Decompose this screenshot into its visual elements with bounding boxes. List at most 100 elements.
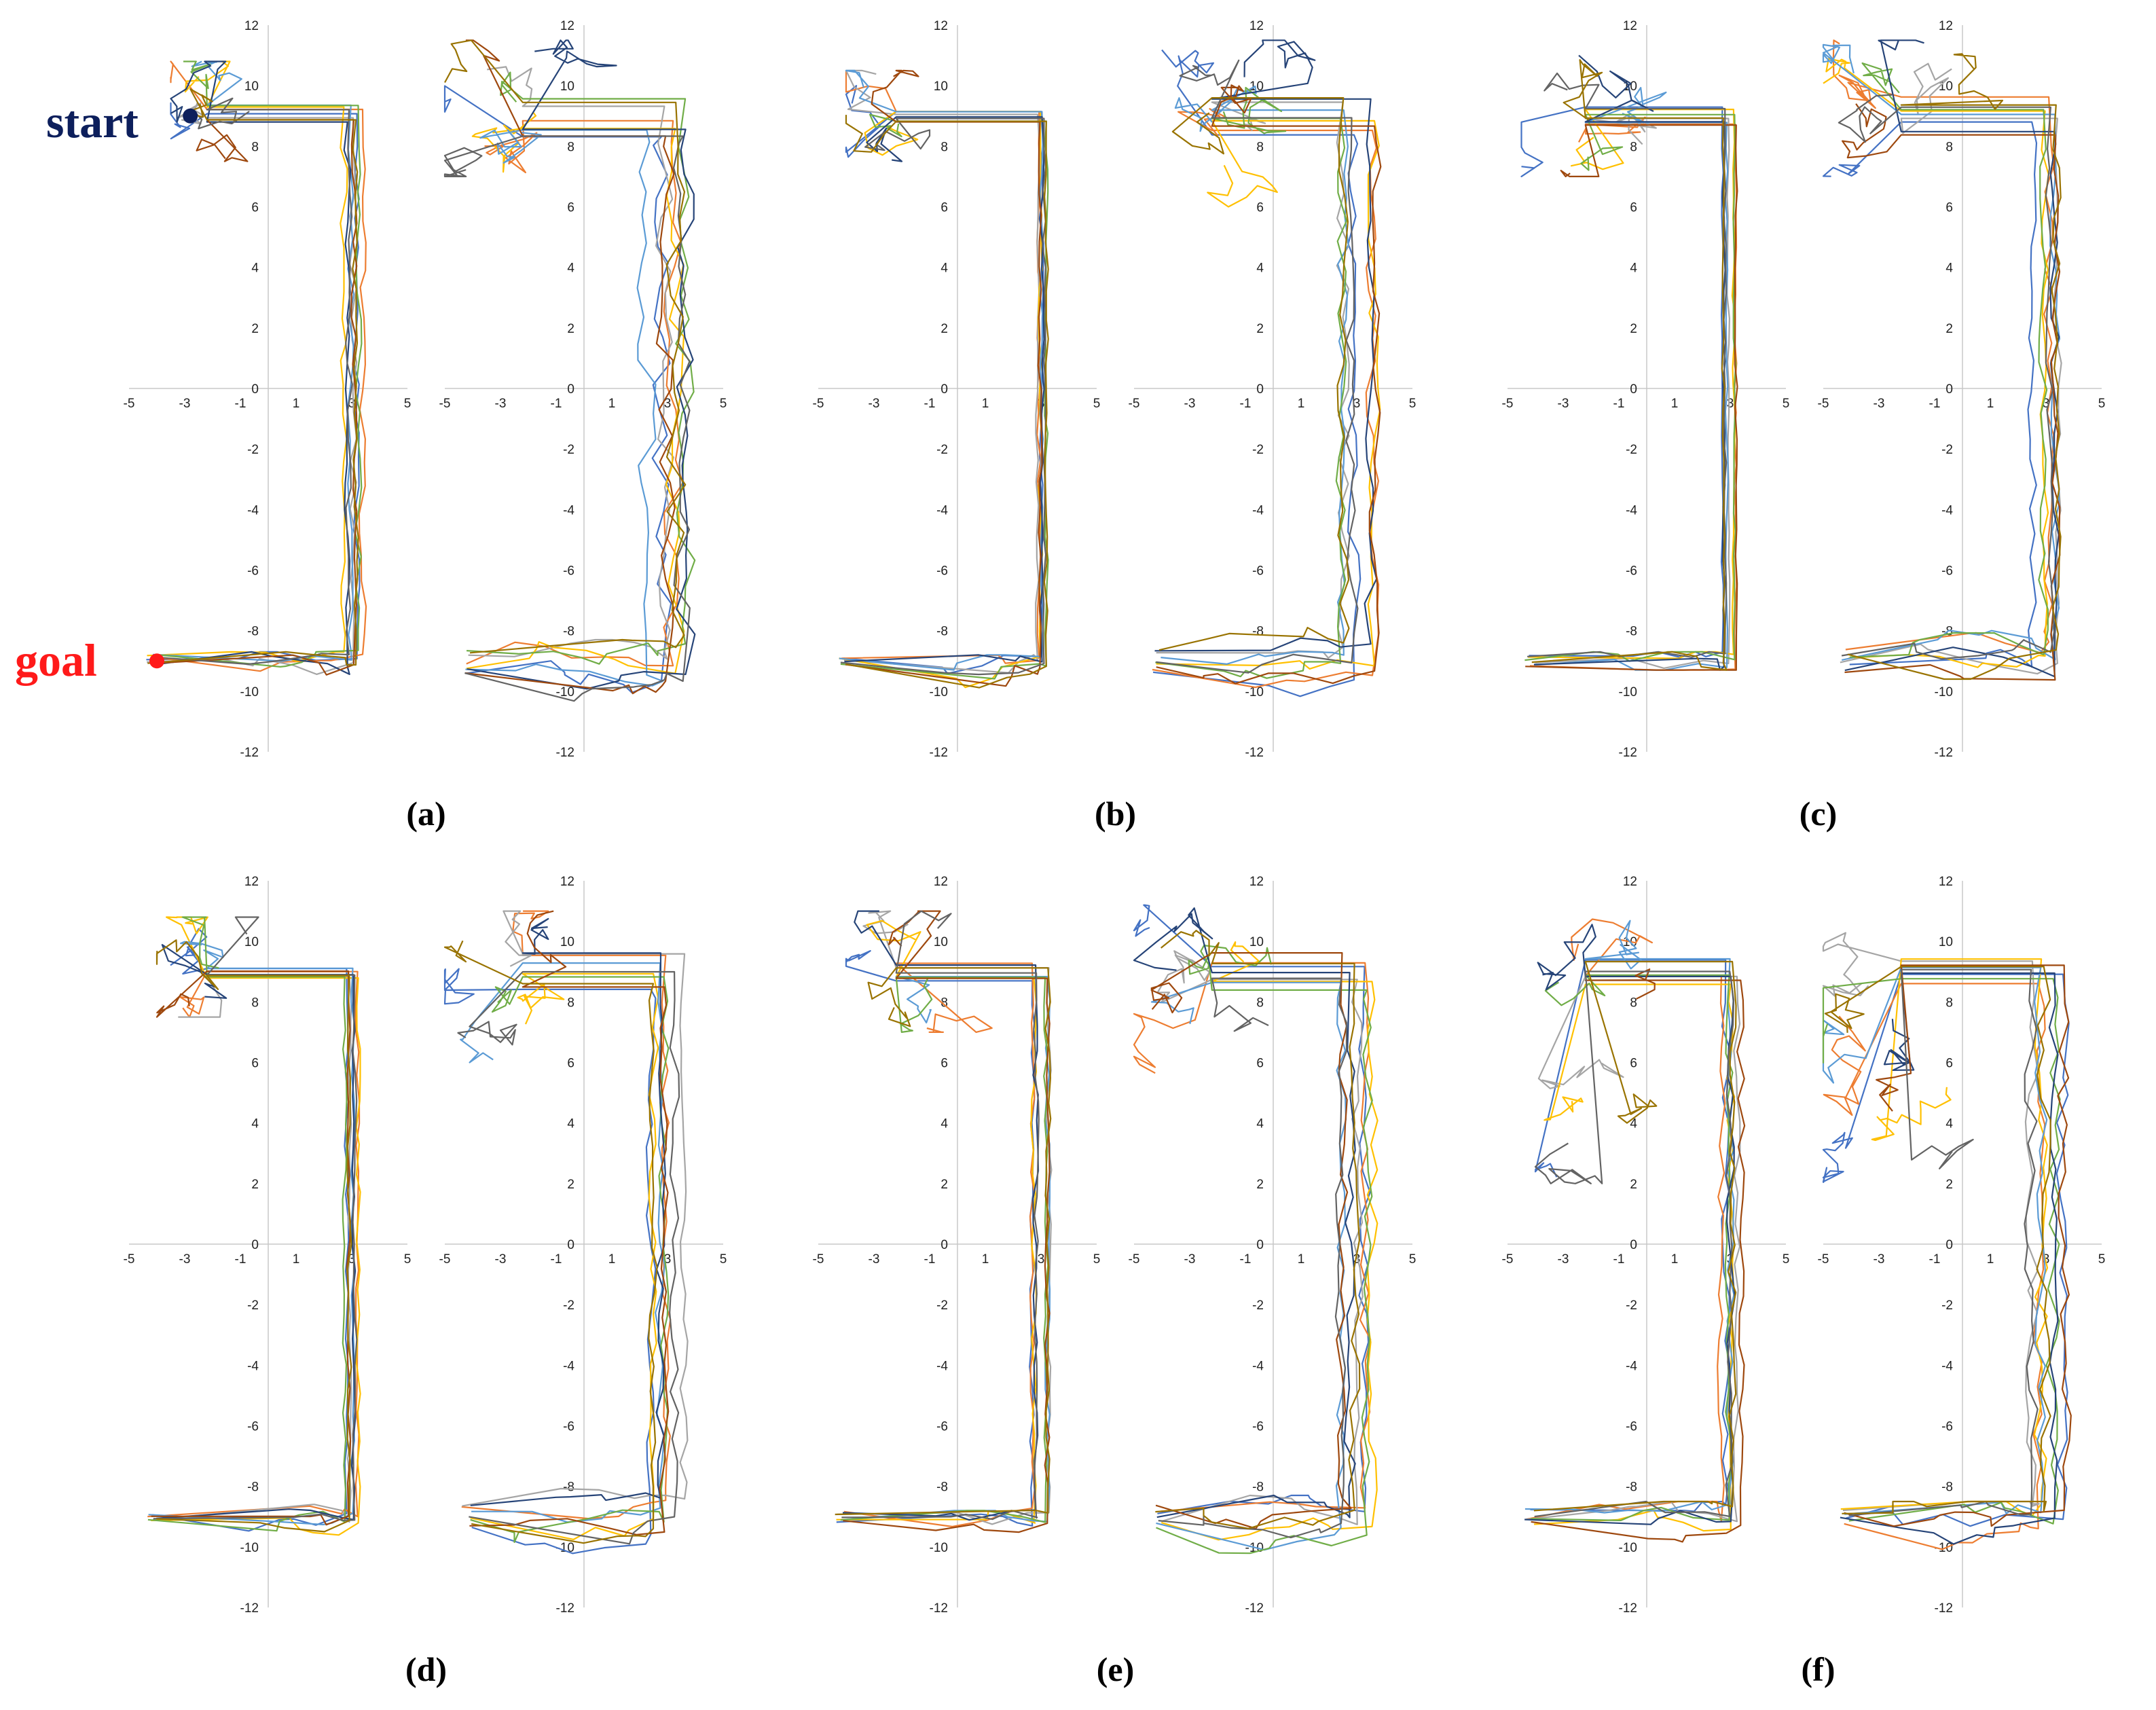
y-tick-label: 10	[244, 935, 259, 949]
x-tick-label: -5	[813, 397, 824, 411]
y-tick-label: -6	[247, 1420, 259, 1434]
y-tick-label: 10	[934, 935, 948, 949]
y-tick-label: -12	[1245, 746, 1264, 760]
x-tick-label: 3	[1727, 397, 1734, 411]
y-tick-label: 2	[1256, 322, 1264, 336]
y-tick-label: -4	[247, 1359, 259, 1373]
y-tick-label: 8	[1256, 140, 1264, 154]
y-tick-label: 6	[251, 1057, 259, 1071]
x-tick-label: -1	[1240, 1252, 1251, 1267]
x-tick-label: -5	[1818, 397, 1829, 411]
y-tick-label: -12	[240, 746, 259, 760]
y-tick-label: -8	[936, 625, 948, 639]
start-marker	[183, 108, 198, 124]
y-tick-label: -6	[247, 564, 259, 579]
y-tick-label: 12	[560, 875, 574, 889]
x-tick-label: -3	[495, 1252, 507, 1267]
y-tick-label: 8	[1945, 996, 1953, 1010]
y-tick-label: 0	[940, 1238, 948, 1252]
trajectory-line	[457, 970, 680, 1545]
x-tick-label: -5	[1129, 1252, 1140, 1267]
x-tick-label: -3	[1184, 397, 1196, 411]
trajectory-line	[843, 962, 1036, 1527]
x-tick-label: 1	[1671, 397, 1679, 411]
y-tick-label: 0	[251, 382, 259, 397]
trajectory-line	[1822, 966, 2048, 1515]
y-tick-label: -12	[556, 746, 574, 760]
trajectory-line	[1150, 952, 1352, 1529]
x-tick-label: -5	[1129, 397, 1140, 411]
y-tick-label: 0	[1945, 382, 1953, 397]
y-tick-label: 4	[1256, 1117, 1264, 1131]
y-tick-label: -6	[1626, 1420, 1637, 1434]
y-tick-label: 10	[560, 935, 574, 949]
y-tick-label: -6	[563, 1420, 574, 1434]
y-tick-label: -6	[1252, 564, 1264, 579]
y-tick-label: 12	[1623, 875, 1637, 889]
trajectory-line	[1847, 53, 2062, 680]
trajectory-line	[443, 968, 657, 1554]
trajectory-line	[843, 910, 1050, 1533]
y-tick-label: -8	[563, 625, 574, 639]
trajectory-line	[1840, 972, 2059, 1545]
trajectory-line	[1838, 94, 2055, 660]
y-tick-label: 4	[251, 261, 259, 276]
trajectory-line	[1531, 59, 1728, 671]
trajectory-line	[153, 916, 358, 1521]
y-tick-label: -2	[1626, 1298, 1637, 1313]
y-tick-label: -8	[1626, 1480, 1637, 1495]
trajectory-line	[467, 39, 696, 690]
y-tick-label: 0	[1256, 382, 1264, 397]
x-tick-label: -5	[1502, 1252, 1514, 1267]
x-tick-label: 3	[1038, 1252, 1045, 1267]
x-tick-label: 5	[1409, 397, 1417, 411]
trajectory-line	[151, 970, 352, 1526]
y-tick-label: 12	[560, 19, 574, 33]
x-tick-label: -1	[551, 1252, 562, 1267]
y-tick-label: 12	[1939, 875, 1953, 889]
trajectory-line	[1822, 973, 2070, 1527]
trajectory-line	[147, 916, 348, 1532]
x-tick-label: 1	[293, 397, 300, 411]
trajectory-line	[1156, 120, 1381, 670]
x-tick-label: -3	[179, 1252, 191, 1267]
x-tick-label: -5	[813, 1252, 824, 1267]
trajectory-line	[1524, 924, 1736, 1525]
panel-caption: (d)	[405, 1650, 447, 1688]
x-tick-label: -5	[1818, 1252, 1829, 1267]
y-tick-label: -10	[1935, 685, 1953, 699]
y-tick-label: -12	[930, 1601, 948, 1616]
y-tick-label: -2	[247, 1298, 259, 1313]
y-tick-label: 8	[251, 996, 259, 1010]
trajectory-line	[836, 950, 1036, 1527]
trajectory-line	[1840, 62, 2062, 675]
x-tick-label: 5	[1783, 1252, 1790, 1267]
x-tick-label: 1	[608, 1252, 616, 1267]
y-tick-label: -6	[936, 564, 948, 579]
x-tick-label: -1	[924, 1252, 936, 1267]
y-tick-label: -8	[936, 1480, 948, 1495]
trajectory-line	[843, 69, 1041, 674]
y-tick-label: -10	[930, 685, 948, 699]
trajectory-line	[844, 116, 1045, 663]
y-tick-label: 2	[940, 322, 948, 336]
trajectory-line	[1822, 932, 2040, 1512]
y-tick-label: -2	[1252, 443, 1264, 457]
y-tick-label: -12	[1935, 746, 1953, 760]
y-tick-label: -12	[1245, 1601, 1264, 1616]
y-tick-label: -12	[930, 746, 948, 760]
x-tick-label: -3	[869, 1252, 880, 1267]
trajectory-line	[845, 115, 1049, 689]
x-tick-label: 5	[2098, 1252, 2106, 1267]
y-tick-label: 8	[1945, 140, 1953, 154]
y-tick-label: 4	[940, 261, 948, 276]
y-tick-label: 2	[1630, 1178, 1637, 1192]
trajectory-line	[1848, 968, 2039, 1516]
y-tick-label: 6	[940, 201, 948, 215]
trajectory-line	[151, 916, 361, 1536]
